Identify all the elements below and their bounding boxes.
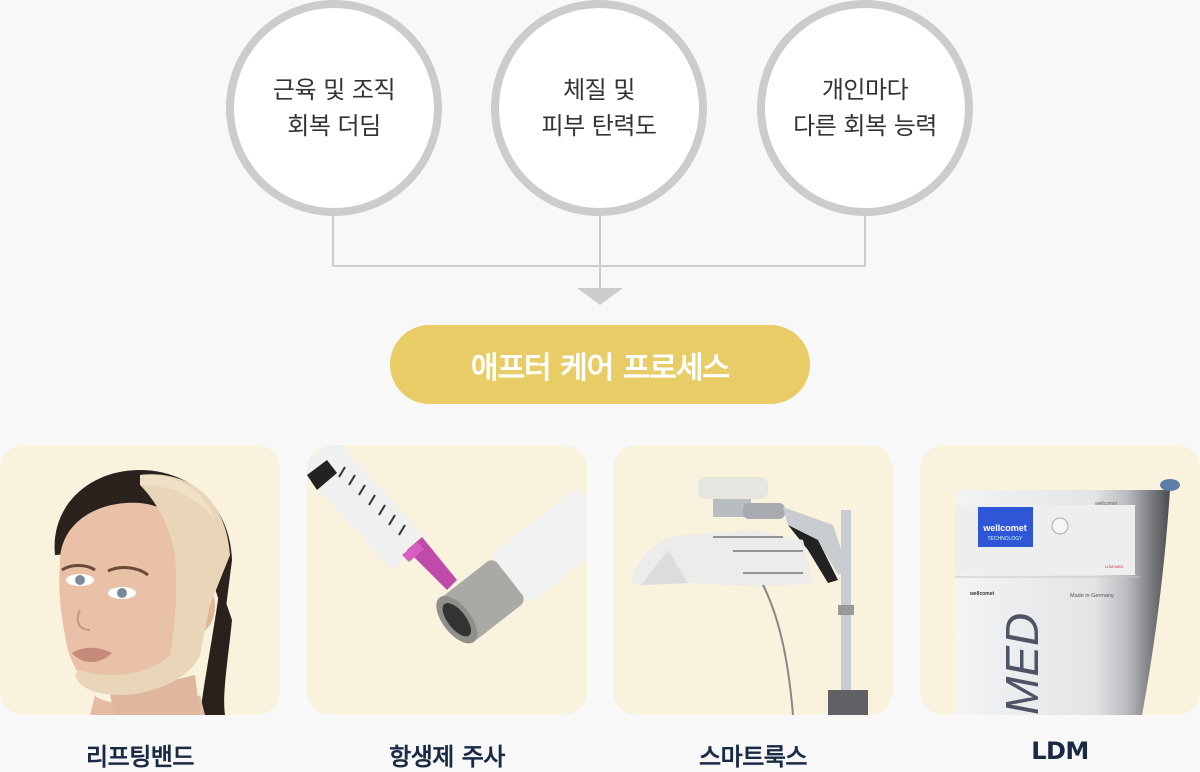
product-card-antibiotic-injection <box>307 445 587 715</box>
connector-middle <box>599 215 601 290</box>
after-care-process-badge: 애프터 케어 프로세스 <box>390 325 810 404</box>
product-label: 리프팅밴드 <box>86 743 194 771</box>
ldm-screen-sub: TECHNOLOGY <box>987 536 1023 542</box>
ldm-made-in: Made in Germany <box>1070 593 1114 599</box>
connector-left <box>332 215 334 267</box>
product-card-ldm: wellcomet TECHNOLOGY wellcomet LDM MED w… <box>920 445 1200 715</box>
factor-circle-skin-elasticity: 체질 및 피부 탄력도 <box>491 0 707 216</box>
badge-label: 애프터 케어 프로세스 <box>470 350 730 386</box>
factor-text: 근육 및 조직 <box>272 76 396 104</box>
factor-text: 체질 및 <box>563 76 635 104</box>
factor-text: 개인마다 <box>821 76 909 104</box>
factor-text: 회복 더딤 <box>287 112 381 140</box>
factor-circle-individual-recovery: 개인마다 다른 회복 능력 <box>757 0 973 216</box>
product-card-smartlux <box>613 445 893 715</box>
factor-circle-muscle-recovery: 근육 및 조직 회복 더딤 <box>226 0 442 216</box>
ldm-panel-brand: wellcomet <box>969 591 995 597</box>
ldm-badge: LDM MED <box>1105 564 1124 569</box>
product-label: 스마트룩스 <box>699 743 807 771</box>
ldm-model-text: MED <box>996 613 1048 715</box>
factor-text: 다른 회복 능력 <box>793 112 937 140</box>
factor-text: 피부 탄력도 <box>541 112 657 140</box>
connector-right <box>864 215 866 267</box>
lifting-band-photo <box>54 470 232 715</box>
antibiotic-injection-photo <box>307 445 587 644</box>
ldm-screen-brand: wellcomet <box>982 523 1027 533</box>
ldm-device-photo: wellcomet TECHNOLOGY wellcomet LDM MED w… <box>955 479 1180 715</box>
product-label: 항생제 주사 <box>389 743 505 771</box>
product-label: LDM <box>1031 737 1089 765</box>
product-card-lifting-band <box>0 445 280 715</box>
connector-horizontal <box>332 265 866 267</box>
arrow-down-icon <box>577 288 623 305</box>
ldm-top-brand: wellcomet <box>1095 501 1118 507</box>
smartlux-device-photo <box>631 477 868 715</box>
